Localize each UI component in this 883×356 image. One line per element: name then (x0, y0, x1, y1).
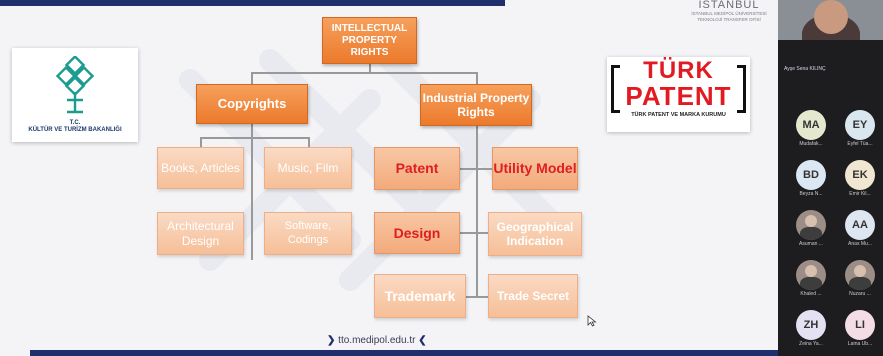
speaker-video[interactable] (778, 0, 883, 40)
copyrights-node: Copyrights (196, 84, 308, 124)
connector (369, 64, 371, 73)
participant-name: Asuman ... (799, 241, 823, 247)
participant-avatar[interactable]: MA (796, 110, 826, 140)
chevron-left-icon: ❮ (418, 335, 427, 346)
turk-patent-logo: TÜRK PATENT TÜRK PATENT VE MARKA KURUMU (607, 57, 750, 132)
trade-secret-node: Trade Secret (488, 274, 578, 318)
industrial-property-node: Industrial Property Rights (420, 84, 532, 126)
top-band (0, 0, 505, 6)
speaker-face (814, 0, 848, 34)
design-label: Design (393, 224, 441, 241)
trademark-label: Trademark (384, 287, 456, 304)
participant-name: Mudafak... (799, 141, 823, 147)
connector (466, 296, 492, 298)
participant-avatar[interactable]: EY (845, 110, 875, 140)
software-codings-label: Software, Codings (284, 220, 332, 246)
books-articles-node: Books, Articles (157, 147, 244, 189)
design-node: Design (374, 212, 460, 254)
participant-name: Anas Mu... (848, 241, 872, 247)
participant-name: Nuzaru ... (849, 291, 871, 297)
participant-name: Lama Ub... (847, 341, 873, 347)
bottom-band (30, 350, 778, 356)
chart-root-label: INTELLECTUAL PROPERTY RIGHTS (331, 22, 408, 58)
connector (251, 72, 477, 74)
music-film-label: Music, Film (277, 160, 339, 175)
participant-photo[interactable] (796, 260, 826, 290)
industrial-property-label: Industrial Property Rights (422, 90, 530, 119)
connector (308, 137, 310, 147)
active-speaker-name: Ayşe Sena KILINÇ (784, 66, 826, 72)
connector (460, 168, 492, 170)
university-name: İSTANBUL (698, 0, 760, 11)
architectural-design-label: Architectural Design (167, 219, 234, 248)
participant-avatar[interactable]: BD (796, 160, 826, 190)
architectural-design-node: Architectural Design (157, 212, 244, 255)
connector (251, 72, 253, 84)
connector (200, 137, 202, 147)
ktb-emblem-icon (55, 56, 95, 114)
connector (476, 72, 478, 84)
music-film-node: Music, Film (264, 147, 352, 189)
header-subtitle-2: TEKNOLOJİ TRANSFER OFİSİ (697, 17, 761, 22)
utility-model-label: Utility Model (493, 160, 577, 177)
copyrights-label: Copyrights (217, 96, 287, 112)
connector (460, 232, 492, 234)
ktb-line-1: T.C. (69, 120, 81, 126)
participant-name: Eyfel Tüa... (847, 141, 873, 147)
participant-photo[interactable] (796, 210, 826, 240)
software-codings-node: Software, Codings (264, 212, 352, 255)
participant-avatar[interactable]: LI (845, 310, 875, 340)
participant-avatar[interactable]: AA (845, 210, 875, 240)
patent-label: Patent (395, 160, 439, 177)
participant-name: Beyza N... (799, 191, 823, 197)
chart-root-node: INTELLECTUAL PROPERTY RIGHTS (322, 17, 417, 64)
connector (251, 124, 253, 138)
participant-photo[interactable] (845, 260, 875, 290)
ktb-logo: T.C. KÜLTÜR VE TURİZM BAKANLIĞI (12, 48, 138, 142)
footer-url-text: tto.medipol.edu.tr (338, 335, 416, 346)
participant-name: Emir Kil... (849, 191, 871, 197)
trade-secret-label: Trade Secret (496, 288, 570, 303)
connector (476, 126, 478, 296)
footer-url: ❯ tto.medipol.edu.tr ❮ (327, 335, 427, 346)
ktb-line-2: KÜLTÜR VE TURİZM BAKANLIĞI (28, 127, 122, 133)
medipol-header: İSTANBUL İSTANBUL MEDİPOL ÜNİVERSİTESİ T… (683, 0, 775, 40)
presentation-slide: İSTANBUL İSTANBUL MEDİPOL ÜNİVERSİTESİ T… (0, 0, 778, 356)
participant-name: Zeina Ya... (799, 341, 823, 347)
connector (200, 137, 310, 139)
geographical-indication-label: Geographical Indication (496, 219, 574, 248)
bracket-left-icon (611, 65, 620, 113)
turk-patent-word-1: TÜRK (643, 57, 714, 84)
participant-name: Khaled ... (800, 291, 822, 297)
utility-model-node: Utility Model (492, 147, 578, 190)
chevron-right-icon: ❯ (327, 335, 336, 346)
geographical-indication-node: Geographical Indication (488, 212, 582, 256)
bracket-right-icon (737, 65, 746, 113)
participant-avatar[interactable]: ZH (796, 310, 826, 340)
turk-patent-tagline: TÜRK PATENT VE MARKA KURUMU (631, 112, 726, 118)
books-articles-label: Books, Articles (161, 160, 240, 175)
participant-avatar[interactable]: EK (845, 160, 875, 190)
connector (251, 138, 253, 260)
patent-node: Patent (374, 147, 460, 190)
turk-patent-word-2: PATENT (625, 81, 732, 111)
mouse-cursor-icon (587, 315, 597, 327)
header-subtitle-1: İSTANBUL MEDİPOL ÜNİVERSİTESİ (691, 11, 767, 16)
trademark-node: Trademark (374, 274, 466, 318)
